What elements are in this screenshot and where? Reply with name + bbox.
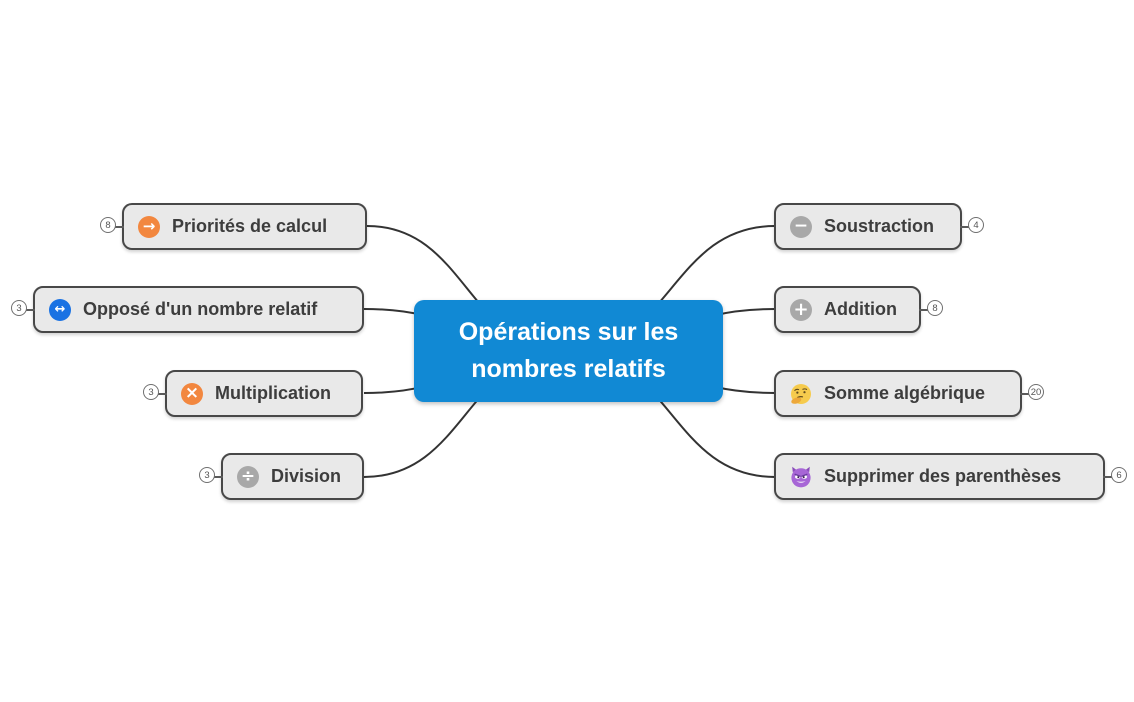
child-count-badge[interactable]: 3 xyxy=(143,384,159,400)
node-label: Multiplication xyxy=(215,383,331,403)
left-right-arrow-icon: ↔ xyxy=(49,298,71,321)
devil-face-icon xyxy=(790,466,812,488)
multiply-icon: × xyxy=(181,382,203,405)
node-multiplication[interactable]: 3 × Multiplication xyxy=(143,370,363,417)
node-label: Supprimer des parenthèses xyxy=(824,466,1062,486)
badge-connector xyxy=(158,392,167,395)
node-somme-algebrique[interactable]: Somme algébrique 20 xyxy=(774,370,1044,417)
node-division[interactable]: 3 ÷ Division xyxy=(199,453,364,500)
child-count-badge[interactable]: 8 xyxy=(927,300,943,316)
thinking-face-icon xyxy=(790,383,812,405)
child-count-badge[interactable]: 4 xyxy=(968,217,984,233)
node-priorites-de-calcul[interactable]: 8 → Priorités de calcul xyxy=(100,203,367,250)
plus-icon: + xyxy=(790,298,812,321)
node-addition[interactable]: + Addition 8 xyxy=(774,286,943,333)
badge-connector xyxy=(26,308,35,311)
arrow-right-icon: → xyxy=(138,215,160,238)
node-label: Somme algébrique xyxy=(824,383,986,403)
child-count-badge[interactable]: 20 xyxy=(1028,384,1044,400)
child-count-badge[interactable]: 8 xyxy=(100,217,116,233)
node-soustraction[interactable]: − Soustraction 4 xyxy=(774,203,984,250)
child-count-badge[interactable]: 3 xyxy=(199,467,215,483)
node-label: Soustraction xyxy=(824,216,935,236)
badge-connector xyxy=(214,475,223,478)
root-node[interactable]: Opérations sur les nombres relatifs xyxy=(414,300,723,402)
node-supprimer-des-parentheses[interactable]: Supprimer des parenthèses 6 xyxy=(774,453,1127,500)
node-label: Addition xyxy=(824,299,897,319)
badge-connector xyxy=(919,308,928,311)
node-label: Priorités de calcul xyxy=(172,216,328,236)
divide-icon: ÷ xyxy=(237,465,259,488)
badge-connector xyxy=(960,225,969,228)
badge-connector xyxy=(115,225,124,228)
node-label: Opposé d'un nombre relatif xyxy=(83,299,318,319)
minus-icon: − xyxy=(790,215,812,238)
root-node-label: Opérations sur les nombres relatifs xyxy=(458,318,679,383)
node-oppose-d-un-nombre-relatif[interactable]: 3 ↔ Opposé d'un nombre relatif xyxy=(11,286,364,333)
badge-connector xyxy=(1020,392,1029,395)
child-count-badge[interactable]: 6 xyxy=(1111,467,1127,483)
badge-connector xyxy=(1103,475,1112,478)
child-count-badge[interactable]: 3 xyxy=(11,300,27,316)
node-label: Division xyxy=(271,466,342,486)
